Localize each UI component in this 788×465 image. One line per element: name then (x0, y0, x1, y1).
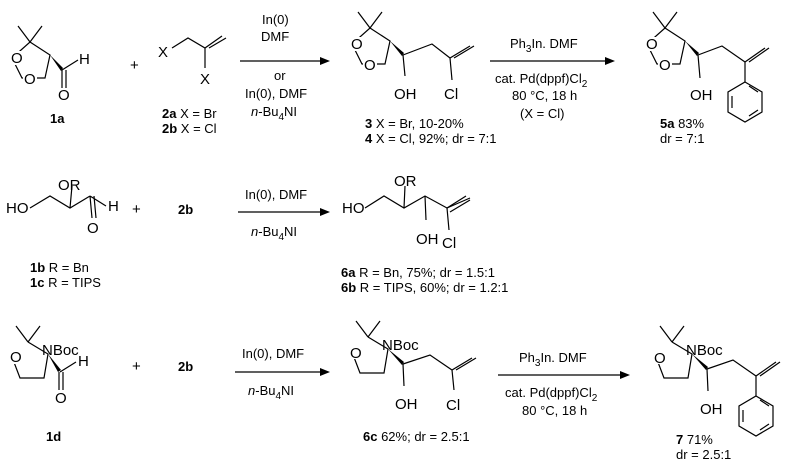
atom-o: O (351, 36, 363, 53)
atom-or: OR (58, 177, 81, 194)
structure-2: X X (158, 35, 227, 88)
condition-line: n-Bu4NI (248, 383, 294, 402)
condition-line: or (274, 68, 286, 83)
label-3: 3 X = Br, 10-20% (365, 116, 464, 131)
atom-o: O (24, 71, 36, 88)
atom-oh: OH (416, 231, 439, 248)
atom-cl: Cl (446, 397, 460, 414)
atom-ho: HO (342, 200, 365, 217)
label-1d: 1d (46, 429, 61, 444)
structure-1d: O NBoc H O (9, 325, 89, 407)
condition-line: In(0), DMF (245, 86, 307, 101)
structure-6c: O NBoc OH Cl (349, 320, 477, 414)
plus-sign: + (130, 57, 139, 74)
atom-oh: OH (395, 396, 418, 413)
label-1b: 1b R = Bn (30, 260, 89, 275)
reaction-arrow-4 (235, 368, 330, 376)
label-1c: 1c R = TIPS (30, 275, 101, 290)
condition-line: 80 °C, 18 h (512, 88, 577, 103)
atom-nboc: NBoc (686, 342, 723, 359)
structure-1b-1c: HO OR H O (6, 177, 119, 237)
condition-line: n-Bu4NI (251, 224, 297, 243)
label-6b: 6b R = TIPS, 60%; dr = 1.2:1 (341, 280, 508, 295)
label-6c: 6c 62%; dr = 2.5:1 (363, 429, 470, 444)
atom-oh: OH (690, 87, 713, 104)
label-7: 7 71% (676, 432, 713, 447)
atom-o: O (11, 50, 23, 67)
conditions-arrow-5: Ph3In. DMF cat. Pd(dppf)Cl2 80 °C, 18 h (505, 350, 598, 418)
condition-line: In(0) (262, 12, 289, 27)
reaction-arrow-1 (240, 57, 330, 65)
atom-o: O (364, 57, 376, 74)
label-2b: 2b X = Cl (162, 121, 217, 136)
reagent-2b: 2b (178, 359, 193, 374)
label-7-dr: dr = 2.5:1 (676, 447, 731, 462)
atom-h: H (108, 198, 119, 215)
label-1a: 1a (50, 111, 65, 126)
structure-1a: O O H O 1a (10, 25, 90, 126)
label-5a-dr: dr = 7:1 (660, 131, 704, 146)
atom-o: O (87, 220, 99, 237)
conditions-arrow-1: In(0) DMF or In(0), DMF n-Bu4NI (245, 12, 307, 123)
atom-ho: HO (6, 200, 29, 217)
atom-cl: Cl (442, 235, 456, 252)
atom-o: O (654, 350, 666, 367)
structure-6a-6b: HO OR OH Cl (342, 173, 471, 252)
condition-line: n-Bu4NI (251, 104, 297, 123)
conditions-arrow-3: In(0), DMF n-Bu4NI (245, 187, 307, 243)
plus-sign: + (132, 201, 141, 218)
atom-cl: Cl (444, 86, 458, 103)
condition-line: Ph3In. DMF (519, 350, 587, 369)
atom-x: X (158, 44, 168, 61)
condition-line: (X = Cl) (520, 106, 564, 121)
atom-o: O (55, 390, 67, 407)
atom-nboc: NBoc (42, 342, 79, 359)
condition-line: 80 °C, 18 h (522, 403, 587, 418)
atom-h: H (79, 51, 90, 68)
atom-o: O (10, 349, 22, 366)
structure-7: O NBoc OH (653, 325, 781, 437)
condition-line: Ph3In. DMF (510, 36, 578, 55)
atom-o: O (659, 57, 671, 74)
condition-line: In(0), DMF (242, 346, 304, 361)
conditions-arrow-2: Ph3In. DMF cat. Pd(dppf)Cl2 80 °C, 18 h … (495, 36, 588, 121)
label-2a: 2a X = Br (162, 106, 217, 121)
atom-or: OR (394, 173, 417, 190)
reaction-arrow-3 (238, 208, 330, 216)
reagent-2b: 2b (178, 202, 193, 217)
atom-o: O (350, 345, 362, 362)
atom-x: X (200, 71, 210, 88)
atom-h: H (78, 353, 89, 370)
atom-oh: OH (700, 401, 723, 418)
label-4: 4 X = Cl, 92%; dr = 7:1 (365, 131, 497, 146)
condition-line: cat. Pd(dppf)Cl2 (505, 385, 598, 404)
condition-line: cat. Pd(dppf)Cl2 (495, 71, 588, 90)
atom-o: O (646, 36, 658, 53)
structure-5a: O O OH (645, 11, 770, 123)
reaction-arrow-2 (490, 57, 615, 65)
atom-o: O (58, 87, 70, 104)
atom-oh: OH (394, 86, 417, 103)
label-6a: 6a R = Bn, 75%; dr = 1.5:1 (341, 265, 495, 280)
condition-line: DMF (261, 29, 289, 44)
conditions-arrow-4: In(0), DMF n-Bu4NI (242, 346, 304, 402)
plus-sign: + (132, 358, 141, 375)
label-5a: 5a 83% (660, 116, 705, 131)
condition-line: In(0), DMF (245, 187, 307, 202)
structure-3-4: O O OH Cl (350, 11, 475, 103)
reaction-arrow-5 (498, 371, 630, 379)
atom-nboc: NBoc (382, 337, 419, 354)
